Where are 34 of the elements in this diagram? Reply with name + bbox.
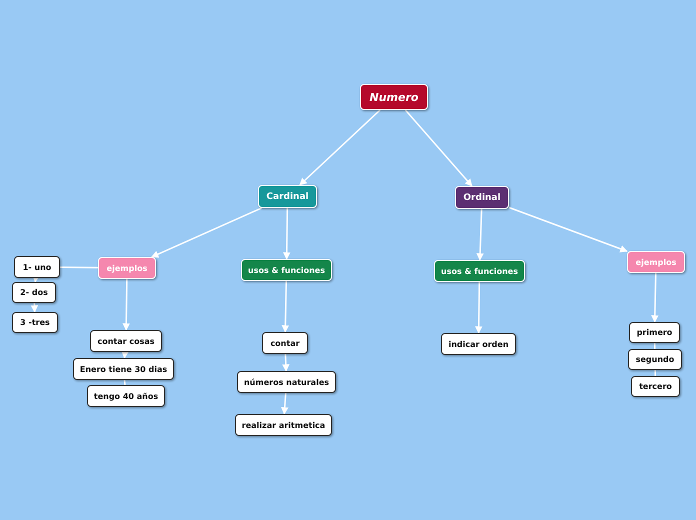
topic-box: Ordinal	[455, 186, 509, 209]
topic-box: indicar orden	[441, 333, 516, 355]
arrow	[476, 208, 484, 261]
topic-box: realizar aritmetica	[235, 414, 332, 436]
arrow	[121, 350, 129, 359]
topic-box: tercero	[631, 376, 680, 397]
topic-box: 2- dos	[12, 282, 56, 303]
arrow	[404, 110, 472, 187]
arrow	[282, 354, 290, 372]
topic-box: números naturales	[237, 371, 336, 393]
topic-box: usos & funciones	[434, 260, 525, 282]
arrow	[281, 392, 288, 415]
arrow	[122, 278, 130, 331]
topic-box: tengo 40 años	[87, 385, 165, 407]
arrow	[475, 282, 482, 334]
topic-box: Enero tiene 30 dias	[73, 358, 174, 380]
arrow	[651, 272, 659, 323]
arrow	[151, 207, 262, 258]
arrow	[283, 208, 290, 260]
topic-box: usos & funciones	[241, 259, 332, 281]
arrow	[30, 302, 38, 313]
topic-box: 3 -tres	[12, 312, 58, 333]
topic-box: Cardinal	[258, 185, 317, 208]
topic-box: ejemplos	[627, 251, 685, 273]
arrow	[508, 206, 628, 252]
arrow	[282, 280, 290, 333]
topic-box: contar	[262, 332, 308, 354]
topic-box: 1- uno	[14, 256, 60, 278]
arrow	[299, 109, 381, 186]
topic-box: contar cosas	[90, 330, 162, 352]
topic-box: primero	[629, 322, 680, 343]
topic-box: segundo	[628, 349, 682, 370]
topic-box: ejemplos	[98, 257, 156, 279]
topic-box: Numero	[360, 84, 428, 110]
